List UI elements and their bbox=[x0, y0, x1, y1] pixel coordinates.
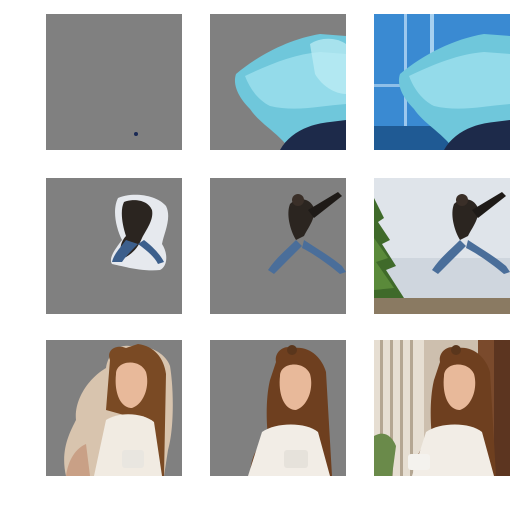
woman-cup-refined-mask-image bbox=[210, 340, 346, 476]
tile-row2-mask-coarse bbox=[46, 178, 182, 314]
tile-row3-mask-refined bbox=[210, 340, 346, 476]
tile-row1-original bbox=[374, 14, 510, 150]
woman-cup-photo-image bbox=[374, 340, 510, 476]
jumping-person-coarse-mask-image bbox=[46, 178, 182, 314]
woman-cup-coarse-mask-image bbox=[46, 340, 182, 476]
tile-row1-mask-refined bbox=[210, 14, 346, 150]
tile-row2-original bbox=[374, 178, 510, 314]
blue-hair-cutout-image bbox=[210, 14, 346, 150]
tile-row1-mask-coarse bbox=[46, 14, 182, 150]
tile-row3-mask-coarse bbox=[46, 340, 182, 476]
jumping-person-photo-image bbox=[374, 178, 510, 314]
tile-row2-mask-refined bbox=[210, 178, 346, 314]
jumping-person-refined-mask-image bbox=[210, 178, 346, 314]
blue-hair-photo-image bbox=[374, 14, 510, 150]
tile-row3-original bbox=[374, 340, 510, 476]
blank-mask-image bbox=[46, 14, 182, 150]
